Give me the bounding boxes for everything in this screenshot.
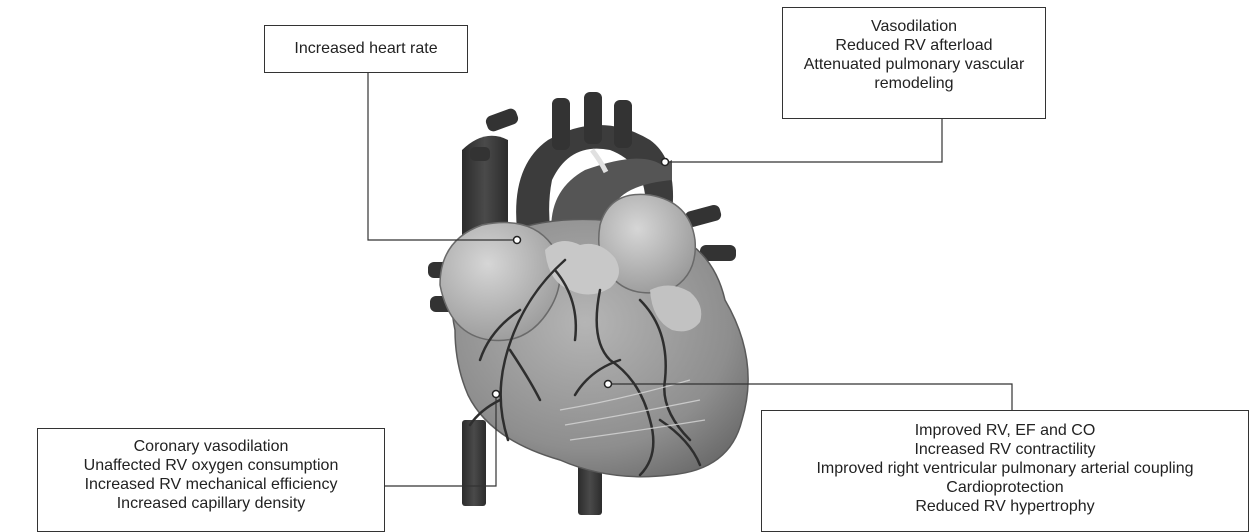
vasodilation-line-4: remodeling	[791, 74, 1037, 93]
left-branch-2	[484, 107, 520, 133]
heart-rate-box: Increased heart rate	[264, 25, 468, 73]
marker-vasodilation	[662, 159, 669, 166]
rv-function-line-3: Improved right ventricular pulmonary art…	[770, 459, 1240, 478]
marker-heart-rate	[514, 237, 521, 244]
coronary-line-2: Unaffected RV oxygen consumption	[46, 456, 376, 475]
aortic-branch-2	[584, 92, 602, 144]
marker-rv-function	[605, 381, 612, 388]
rv-function-line-2: Increased RV contractility	[770, 440, 1240, 459]
connector-vasodilation	[665, 119, 942, 162]
heart-rate-line-1: Increased heart rate	[273, 39, 459, 58]
rv-function-box: Improved RV, EF and CO Increased RV cont…	[761, 410, 1249, 532]
coronary-line-4: Increased capillary density	[46, 494, 376, 513]
vasodilation-line-1: Vasodilation	[791, 17, 1037, 36]
aortic-branch-1	[552, 98, 570, 150]
vasodilation-line-2: Reduced RV afterload	[791, 36, 1037, 55]
coronary-line-3: Increased RV mechanical efficiency	[46, 475, 376, 494]
marker-coronary	[493, 391, 500, 398]
coronary-box: Coronary vasodilation Unaffected RV oxyg…	[37, 428, 385, 532]
left-branch-1	[470, 147, 490, 161]
vasodilation-line-3: Attenuated pulmonary vascular	[791, 55, 1037, 74]
rv-function-line-5: Reduced RV hypertrophy	[770, 497, 1240, 516]
coronary-line-1: Coronary vasodilation	[46, 437, 376, 456]
rv-function-line-1: Improved RV, EF and CO	[770, 421, 1240, 440]
inferior-vena-cava	[462, 420, 486, 506]
aortic-branch-3	[614, 100, 632, 148]
rv-function-line-4: Cardioprotection	[770, 478, 1240, 497]
vasodilation-box: Vasodilation Reduced RV afterload Attenu…	[782, 7, 1046, 119]
heart-illustration	[428, 92, 748, 515]
